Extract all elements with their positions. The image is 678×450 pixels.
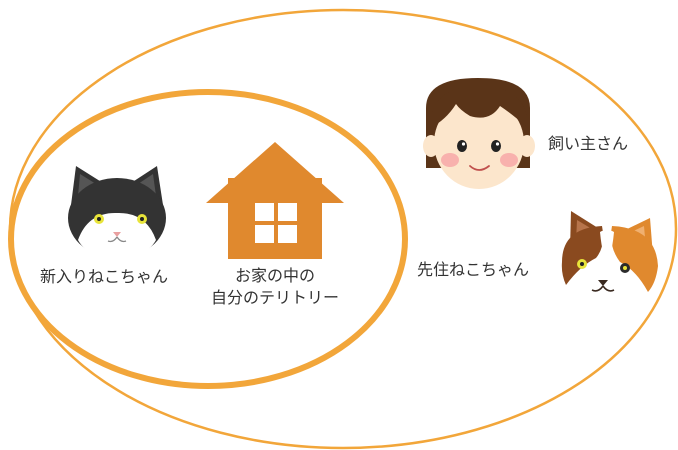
territory-label: お家の中の 自分のテリトリー xyxy=(190,265,360,309)
territory-label-line1: お家の中の xyxy=(234,266,315,285)
resident-cat-label: 先住ねこちゃん xyxy=(417,260,530,279)
girl-face-icon xyxy=(423,78,535,189)
owner-label: 飼い主さん xyxy=(548,134,629,153)
territory-label-line2: 自分のテリトリー xyxy=(210,288,339,307)
black-white-cat-face-icon xyxy=(68,166,166,259)
new-cat-label: 新入りねこちゃん xyxy=(40,267,169,286)
inner-territory-ring xyxy=(8,89,408,389)
calico-cat-face-icon xyxy=(561,211,658,306)
house-icon xyxy=(206,142,344,259)
